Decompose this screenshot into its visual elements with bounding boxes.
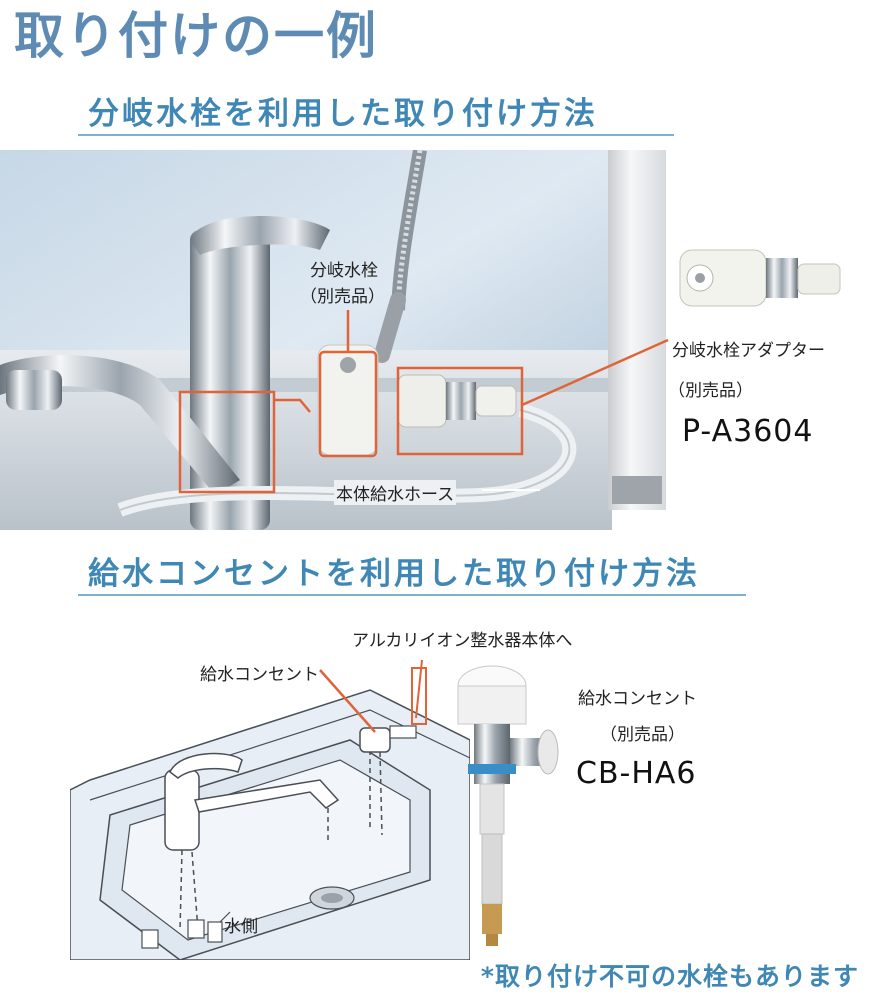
adapter-model-number: P-A3604	[682, 414, 814, 449]
label-adapter: 分岐水栓アダプター	[672, 341, 825, 361]
label-water-side: 水側	[224, 917, 258, 937]
label-adapter-sold: （別売品）	[668, 381, 753, 401]
sink-illustration	[70, 640, 470, 960]
outlet-model-number: CB-HA6	[576, 756, 697, 791]
label-water-outlet-product: 給水コンセント	[578, 689, 697, 709]
label-branch-faucet-sold: （別売品）	[300, 287, 385, 307]
water-outlet-sink-drawing	[70, 659, 470, 960]
label-water-outlet-sold: （別売品）	[600, 725, 685, 745]
outlet-valve-illustration	[457, 665, 559, 946]
section2-title: 給水コンセントを利用した取り付け方法	[88, 556, 700, 592]
footer-note: *取り付け不可の水栓もあります	[480, 962, 859, 991]
branch-faucet-illustration	[0, 150, 873, 530]
label-water-outlet: 給水コンセント	[200, 665, 319, 685]
section1-title: 分岐水栓を利用した取り付け方法	[88, 96, 598, 132]
outlet-product-photo	[452, 660, 562, 950]
section2-title-underline	[78, 594, 746, 596]
label-to-ionizer-body: アルカリイオン整水器本体へ	[352, 631, 573, 651]
page-title: 取り付けの一例	[14, 7, 378, 65]
branch-faucet-photo	[0, 150, 873, 530]
label-supply-hose: 本体給水ホース	[334, 480, 457, 505]
label-branch-faucet: 分岐水栓	[310, 261, 378, 281]
section1-title-underline	[78, 134, 674, 136]
